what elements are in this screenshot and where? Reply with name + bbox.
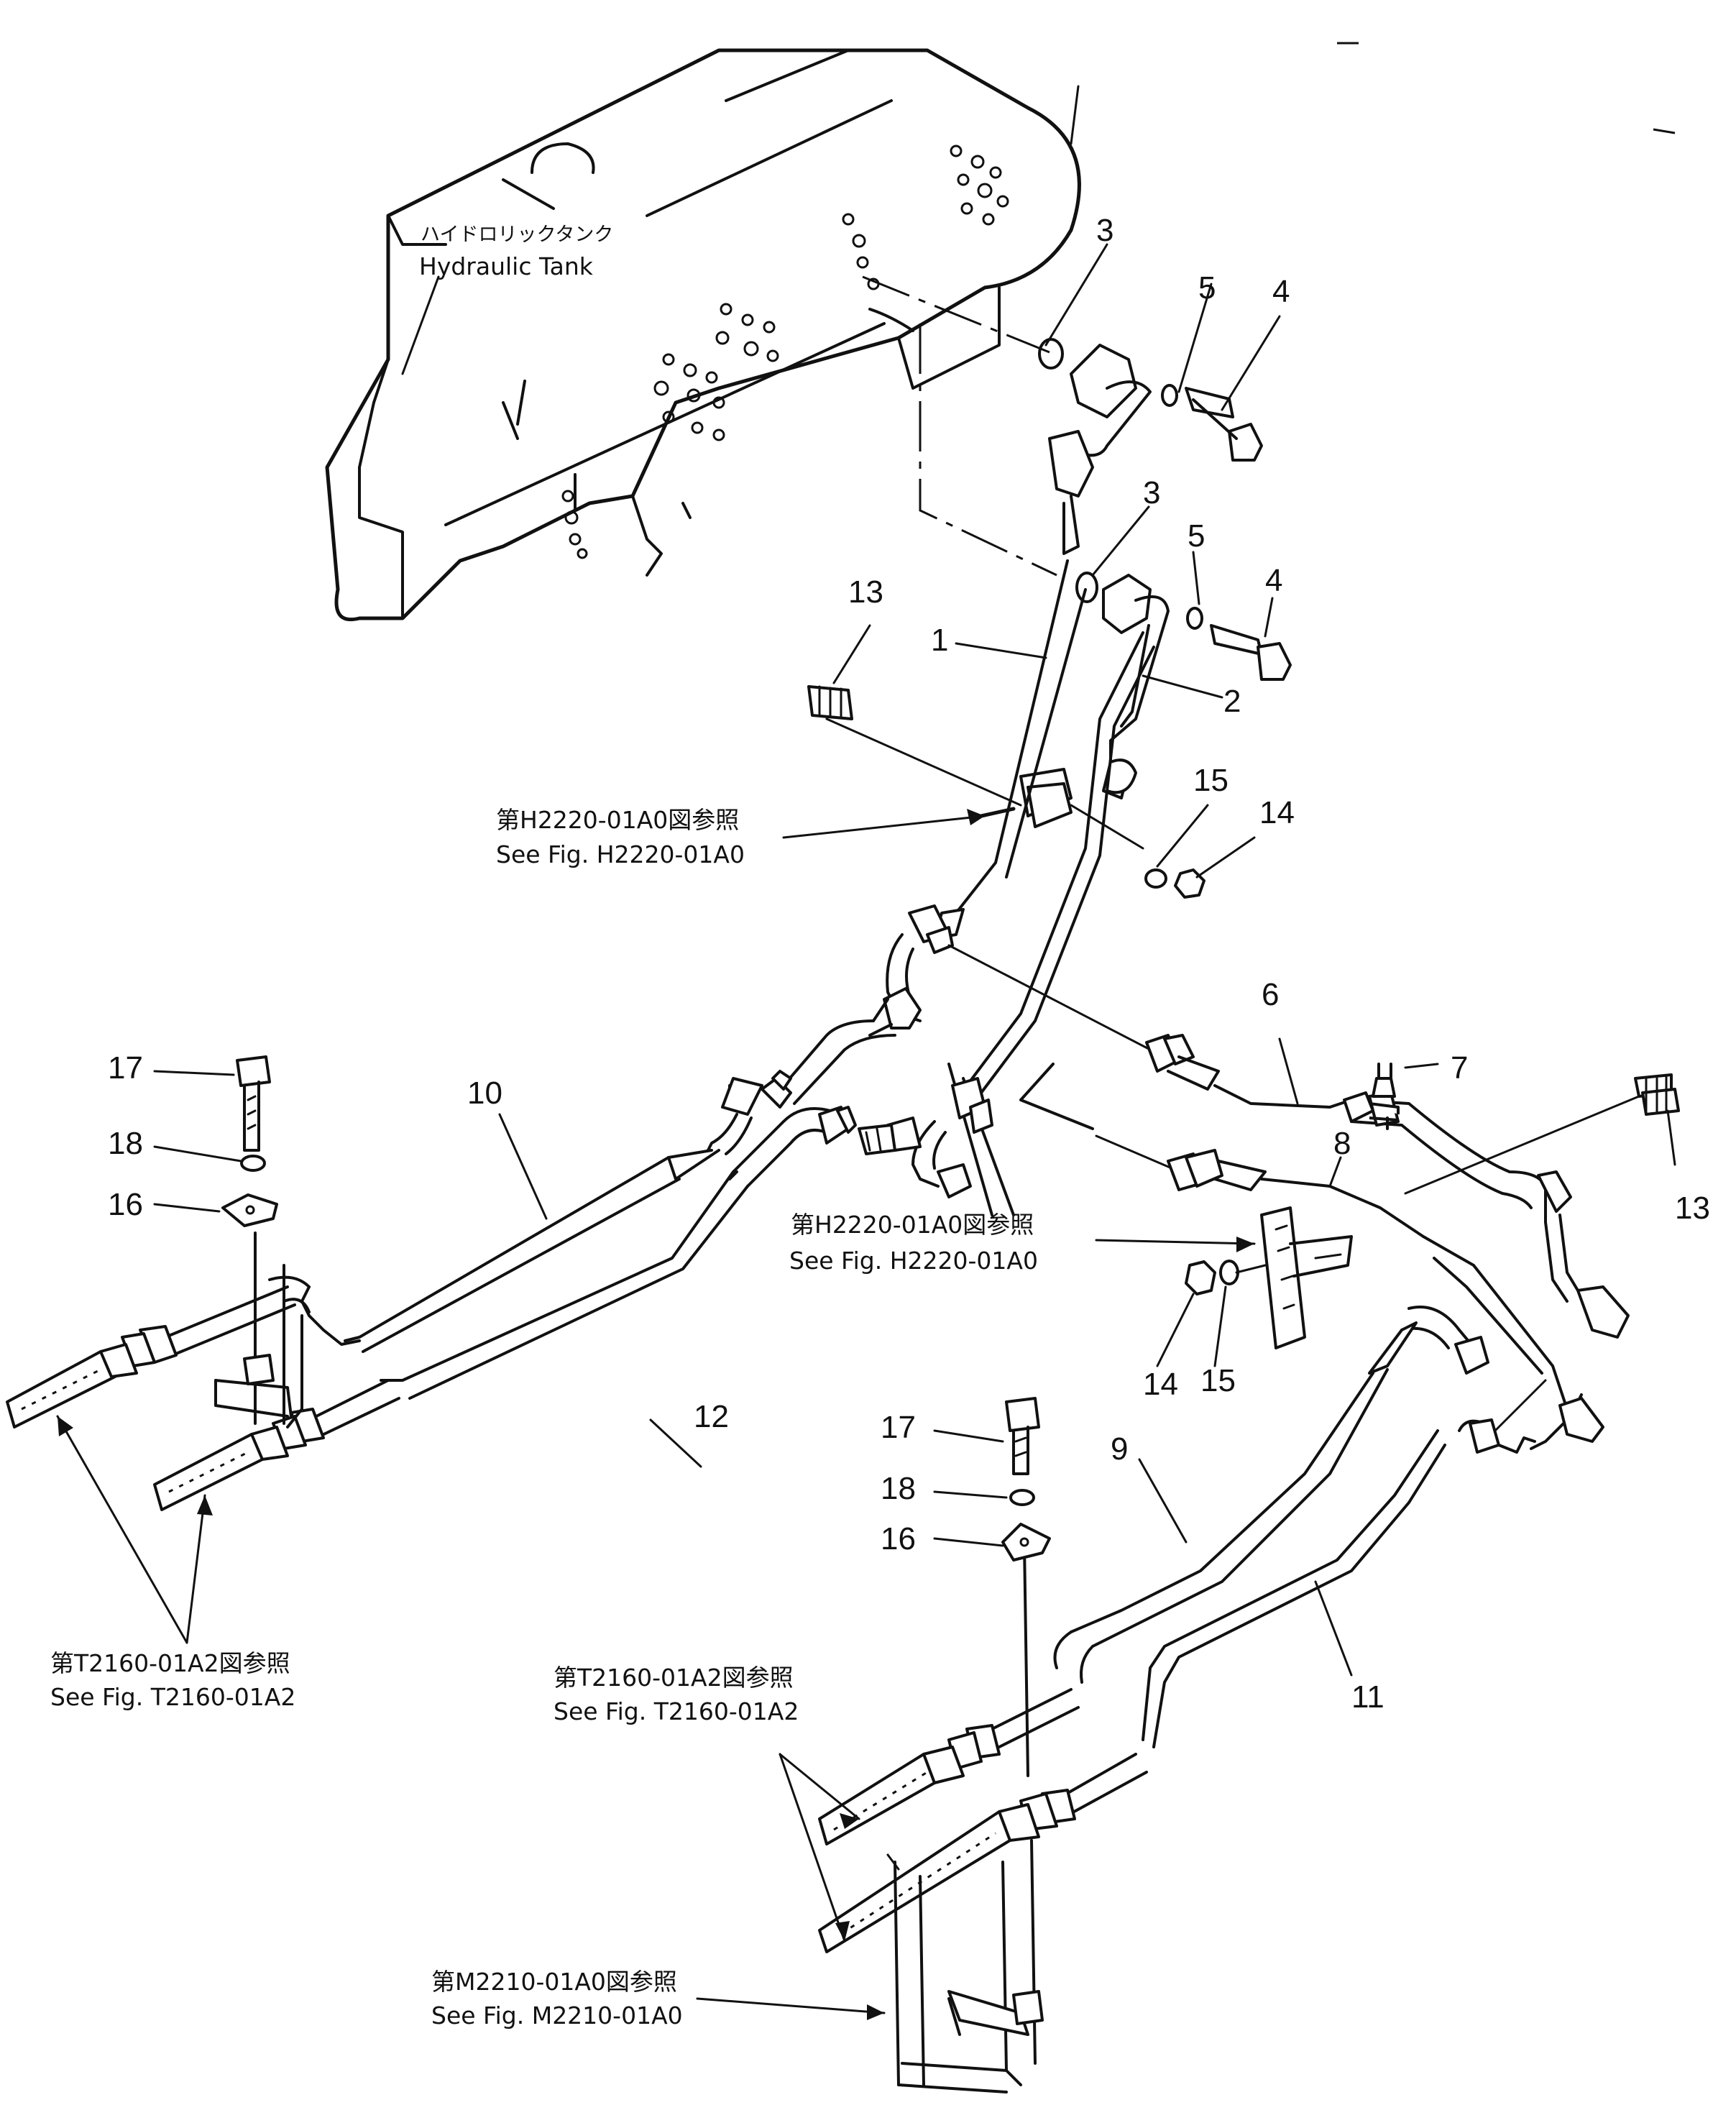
part-number-14a: 14: [1259, 795, 1295, 830]
ref-m2210-en: See Fig. M2210-01A0: [431, 2001, 683, 2030]
guide-lines: [862, 42, 1676, 577]
tee-fitting-7: [1368, 1063, 1400, 1130]
part-number-18a: 18: [108, 1126, 143, 1161]
hydraulic-tank: [325, 48, 1081, 621]
left-hose-ends: [6, 1285, 400, 1511]
part-number-17b: 17: [881, 1410, 916, 1445]
part-number-13b: 13: [1675, 1191, 1710, 1226]
part-number-3a: 3: [1096, 213, 1113, 248]
pipe-8: [1019, 1063, 1569, 1411]
pipe-9: [1053, 1306, 1489, 1684]
part-number-7: 7: [1451, 1050, 1468, 1086]
washer-icon: [1144, 868, 1167, 889]
ref-t2160-right-jp: 第T2160-01A2図参照: [554, 1664, 794, 1692]
part-number-14b: 14: [1143, 1367, 1178, 1402]
part-number-15a: 15: [1193, 763, 1228, 798]
o-ring-icon: [1075, 572, 1098, 603]
ref-t2160-right-en: See Fig. T2160-01A2: [554, 1697, 799, 1725]
part-number-3b: 3: [1143, 475, 1160, 510]
part-number-1: 1: [931, 623, 948, 658]
ref-h2220-lower-en: See Fig. H2220-01A0: [789, 1247, 1038, 1275]
bolt-head-icon: [1005, 1397, 1040, 1432]
part-number-5b: 5: [1188, 518, 1205, 554]
washer-icon: [1161, 384, 1178, 407]
flange-icon: [1102, 574, 1152, 634]
nipple-upper-left: [807, 685, 853, 720]
lower-elbow-fitting: [858, 1063, 1015, 1216]
upper-elbow-fitting: [868, 904, 954, 1037]
part-number-4a: 4: [1272, 274, 1290, 309]
part-number-17a: 17: [108, 1050, 143, 1086]
lower-hose-ends: [818, 1688, 1148, 1953]
flange-icon: [1070, 344, 1137, 418]
left-bracket: [214, 1232, 303, 1428]
washer-icon: [240, 1155, 266, 1172]
leader-13-right-line: [1404, 1095, 1640, 1195]
plate-icon: [221, 1193, 278, 1227]
reference-labels: 第H2220-01A0図参照 See Fig. H2220-01A0 第H222…: [50, 806, 1038, 2030]
second-flange-assembly: [1075, 572, 1292, 799]
part-number-labels: 3 5 4 3 5 4 13 1 2 15 14 6 7 8 13 14 15 …: [108, 213, 1710, 1715]
plate-icon: [1001, 1523, 1051, 1561]
ref-m2210-jp: 第M2210-01A0図参照: [431, 1968, 677, 1996]
bolt-icon: [1210, 624, 1263, 656]
nipple-upper-right: [1634, 1073, 1680, 1116]
pipe-2: [965, 631, 1155, 1094]
ref-t2160-left-jp: 第T2160-01A2図参照: [50, 1649, 290, 1677]
pipe-6: [947, 944, 1630, 1339]
o-ring-icon: [1038, 338, 1064, 370]
washer-icon: [1219, 1260, 1239, 1285]
part-number-12: 12: [694, 1399, 729, 1434]
part-number-8: 8: [1333, 1126, 1351, 1161]
part-number-18b: 18: [881, 1471, 916, 1506]
part-number-11: 11: [1351, 1679, 1384, 1715]
part-number-5a: 5: [1198, 270, 1216, 306]
upper-clamp-bracket: [825, 717, 1205, 899]
part-number-16b: 16: [881, 1521, 916, 1556]
pipe-12: [380, 1106, 857, 1400]
part-number-10: 10: [467, 1076, 502, 1111]
left-fastener-group: [221, 1055, 278, 1227]
washer-icon: [1186, 607, 1203, 630]
part-number-16a: 16: [108, 1187, 143, 1222]
ref-h2220-lower-jp: 第H2220-01A0図参照: [791, 1211, 1034, 1239]
bolt-head-icon: [236, 1055, 271, 1087]
tank-leader-line: [401, 275, 440, 375]
ref-h2220-upper-jp: 第H2220-01A0図参照: [496, 806, 739, 834]
part-number-2: 2: [1223, 684, 1241, 719]
nut-icon: [1185, 1260, 1216, 1295]
lower-fastener-group: [1001, 1397, 1051, 1561]
arrowheads: [58, 809, 1254, 2020]
upper-flange-assembly: [1038, 338, 1263, 555]
part-number-6: 6: [1262, 977, 1279, 1012]
lower-bracket: [886, 1544, 1044, 2093]
part-number-4b: 4: [1265, 563, 1282, 598]
right-bracket: [1185, 1206, 1353, 1349]
pipe-10: [268, 1019, 896, 1353]
tank-label-jp: ハイドロリックタンク: [421, 224, 613, 246]
part-number-9: 9: [1111, 1431, 1128, 1467]
ref-h2220-upper-en: See Fig. H2220-01A0: [496, 840, 745, 868]
tank-dot-pattern: [561, 145, 1009, 559]
part-number-13a: 13: [848, 574, 883, 610]
part-number-15b: 15: [1200, 1363, 1236, 1398]
pipe-1: [933, 559, 1087, 940]
ref-t2160-left-en: See Fig. T2160-01A2: [50, 1683, 295, 1711]
washer-icon: [1009, 1489, 1035, 1506]
pipe-11: [1142, 1379, 1604, 1748]
leader-lines: [56, 243, 1676, 2014]
tank-label-en: Hydraulic Tank: [419, 252, 594, 280]
